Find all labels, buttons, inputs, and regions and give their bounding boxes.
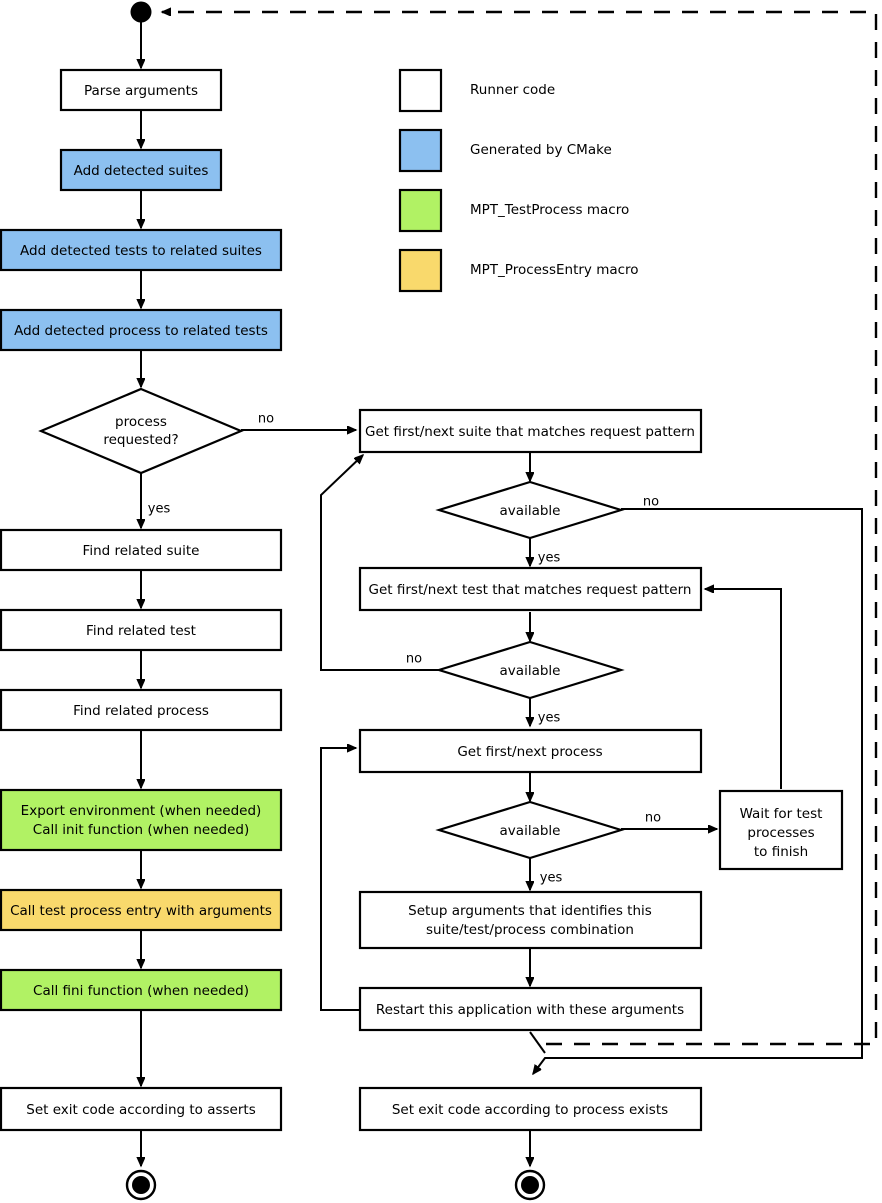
node-get-next-process[interactable]: Get first/next process [358, 728, 703, 774]
edge-label-process-yes: yes [540, 871, 563, 886]
edge-wait-to-gettest [705, 589, 782, 789]
start-node [130, 1, 152, 23]
edges-layer [141, 12, 878, 1166]
edge-suite-no-loop [533, 508, 863, 1074]
edge-label-requested-no: no [258, 412, 274, 427]
node-call-test-process-entry[interactable]: Call test process entry with arguments [0, 888, 283, 932]
end-node-right [514, 1169, 546, 1201]
node-label-line1: Export environment (when needed) [21, 803, 262, 819]
legend-swatch-generated-by-cmake [398, 128, 443, 173]
edge-label-test-no: no [406, 652, 422, 667]
node-label: Add detected process to related tests [14, 323, 268, 339]
end-node-left [125, 1169, 157, 1201]
edge-label-suite-yes: yes [538, 551, 561, 566]
node-add-detected-process[interactable]: Add detected process to related tests [0, 308, 283, 352]
legend-label: MPT_ProcessEntry macro [470, 262, 639, 278]
edge-restart-to-setexitprocess [529, 1031, 546, 1054]
legend-swatch-runner-code [398, 68, 443, 113]
node-label-line3: to finish [754, 844, 808, 860]
node-label: Restart this application with these argu… [376, 1002, 684, 1018]
node-parse-arguments[interactable]: Parse arguments [59, 68, 223, 112]
node-label-line2: Call init function (when needed) [33, 822, 249, 838]
node-set-exit-code-asserts[interactable]: Set exit code according to asserts [0, 1086, 283, 1132]
node-restart-application[interactable]: Restart this application with these argu… [358, 986, 703, 1032]
node-add-detected-suites[interactable]: Add detected suites [59, 148, 223, 192]
decision-label-line1: process [115, 414, 167, 430]
legend: Runner code Generated by CMake MPT_TestP… [398, 68, 639, 293]
node-label-line1: Wait for test [740, 806, 823, 822]
node-export-environment[interactable]: Export environment (when needed) Call in… [0, 788, 283, 852]
legend-label: MPT_TestProcess macro [470, 202, 629, 218]
node-get-next-test[interactable]: Get first/next test that matches request… [358, 566, 703, 612]
decision-label-line2: requested? [103, 432, 178, 448]
node-label: Call test process entry with arguments [10, 903, 272, 919]
edge-label-process-no: no [645, 811, 661, 826]
node-process-available-decision[interactable]: available [435, 800, 625, 860]
edge-test-no-loop [320, 455, 440, 671]
node-label: Parse arguments [84, 83, 198, 99]
node-get-next-suite[interactable]: Get first/next suite that matches reques… [358, 408, 703, 454]
node-label: Call fini function (when needed) [33, 983, 249, 999]
decision-label: available [500, 663, 561, 679]
node-call-fini-function[interactable]: Call fini function (when needed) [0, 968, 283, 1012]
node-label: Find related process [73, 703, 209, 719]
edge-label-test-yes: yes [538, 711, 561, 726]
decision-label: available [500, 503, 561, 519]
edge-restart-loop-to-getprocess [320, 748, 360, 1011]
node-label: Add detected suites [74, 163, 209, 179]
node-find-related-process[interactable]: Find related process [0, 688, 283, 732]
node-wait-for-test-processes[interactable]: Wait for test processes to finish [718, 789, 844, 871]
node-label: Get first/next suite that matches reques… [365, 424, 695, 440]
legend-swatch-mpt-testprocess [398, 188, 443, 233]
node-find-related-suite[interactable]: Find related suite [0, 528, 283, 572]
node-label: Add detected tests to related suites [20, 243, 262, 259]
legend-item-mpt-processentry: MPT_ProcessEntry macro [398, 248, 639, 293]
node-label-line2: suite/test/process combination [426, 922, 634, 938]
node-label: Find related suite [83, 543, 200, 559]
node-label: Set exit code according to process exist… [392, 1102, 668, 1118]
edge-label-suite-no: no [643, 495, 659, 510]
edge-dashed-restart-to-start [162, 12, 878, 1046]
node-setup-arguments[interactable]: Setup arguments that identifies this sui… [358, 890, 703, 950]
node-add-detected-tests[interactable]: Add detected tests to related suites [0, 228, 283, 272]
node-label: Find related test [86, 623, 196, 639]
legend-item-generated-by-cmake: Generated by CMake [398, 128, 612, 173]
legend-label: Runner code [470, 82, 555, 98]
legend-item-runner-code: Runner code [398, 68, 555, 113]
node-label: Set exit code according to asserts [26, 1102, 256, 1118]
legend-item-mpt-testprocess: MPT_TestProcess macro [398, 188, 629, 233]
node-label: Get first/next process [457, 744, 602, 760]
node-suite-available-decision[interactable]: available [435, 480, 625, 540]
node-label-line1: Setup arguments that identifies this [408, 903, 652, 919]
node-label-line2: processes [747, 825, 814, 841]
edge-labels-layer: no yes no yes no yes no yes [148, 412, 661, 886]
node-set-exit-code-process[interactable]: Set exit code according to process exist… [358, 1086, 703, 1132]
node-test-available-decision[interactable]: available [435, 640, 625, 700]
edge-label-requested-yes: yes [148, 502, 171, 517]
decision-label: available [500, 823, 561, 839]
node-label: Get first/next test that matches request… [369, 582, 692, 598]
legend-label: Generated by CMake [470, 142, 612, 158]
legend-swatch-mpt-processentry [398, 248, 443, 293]
node-find-related-test[interactable]: Find related test [0, 608, 283, 652]
node-process-requested-decision[interactable]: process requested? [38, 387, 244, 475]
